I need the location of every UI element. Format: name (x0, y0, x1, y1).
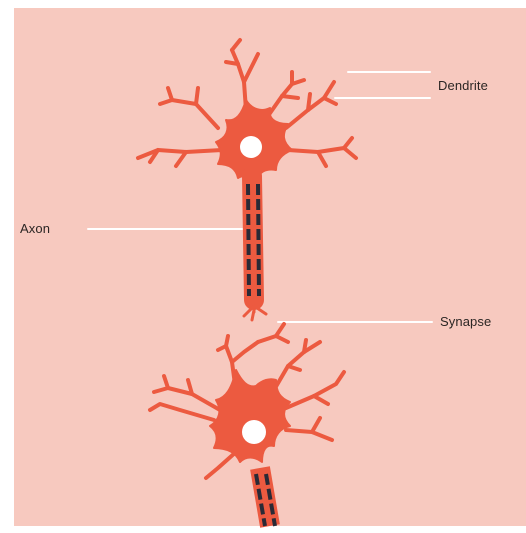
upper-nucleus (240, 136, 262, 158)
dendrite-label: Dendrite (438, 78, 488, 93)
lower-axon (256, 468, 275, 526)
axon-label: Axon (20, 221, 50, 236)
lower-nucleus (242, 420, 266, 444)
upper-neuron (138, 40, 356, 182)
synapse-label: Synapse (440, 314, 491, 329)
upper-axon (248, 176, 259, 300)
lower-neuron (150, 324, 344, 478)
